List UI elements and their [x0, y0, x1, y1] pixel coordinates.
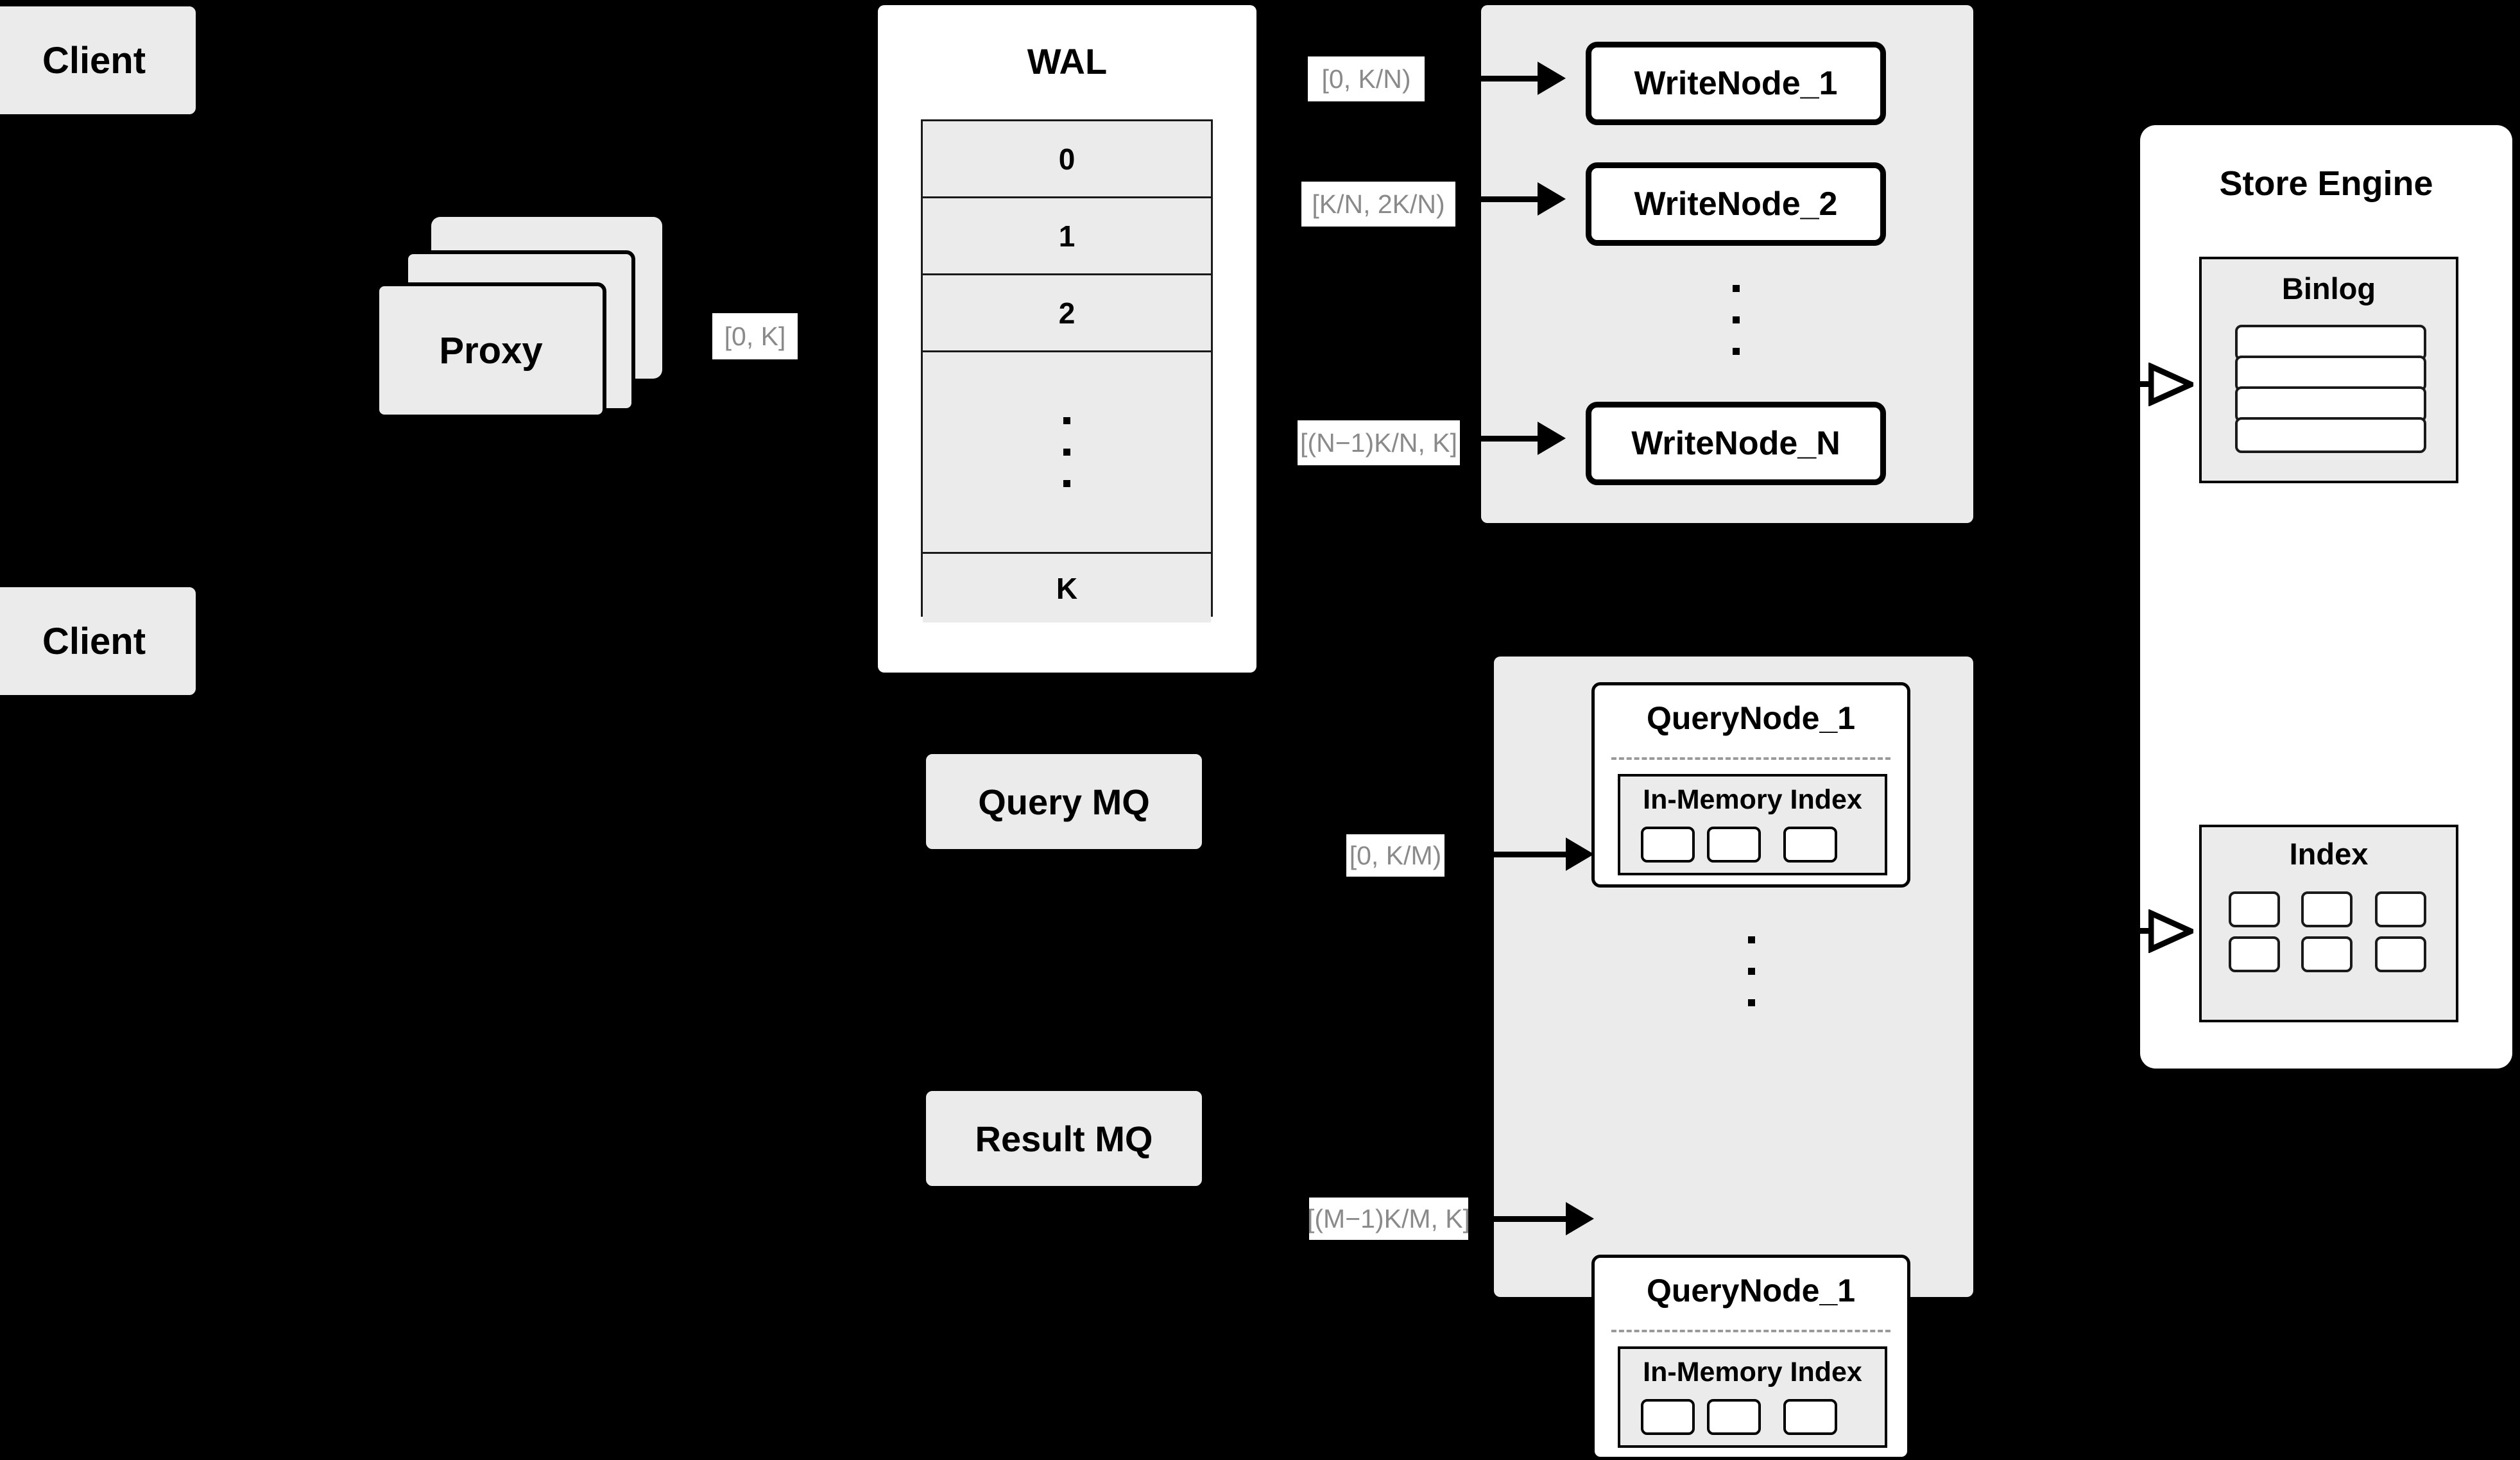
proxy-range-text: [0, K] [724, 321, 786, 351]
arrow-to-query-node-m-line [1489, 1216, 1566, 1222]
binlog-row[interactable] [2235, 356, 2426, 391]
wal-row[interactable]: 1 [923, 198, 1211, 275]
index-chip[interactable] [2301, 891, 2353, 927]
write-node-2[interactable]: WriteNode_2 [1586, 162, 1886, 246]
arrow-to-binlog-line [2123, 381, 2154, 387]
arrow-to-write-node-2-line [1458, 196, 1538, 202]
in-memory-index-title-1: In-Memory Index [1643, 784, 1862, 815]
query-mq-label: Query MQ [978, 781, 1150, 822]
wal-row[interactable]: K [923, 554, 1211, 623]
query-node-1-title: QueryNode_1 [1646, 700, 1856, 736]
binlog-row[interactable] [2235, 417, 2426, 453]
query-cluster-ellipsis-icon [1742, 923, 1760, 1019]
query-cluster-container: QueryNode_1 In-Memory Index QueryNode_1 … [1494, 657, 1973, 1460]
wal-table: 0 1 2 K [921, 119, 1213, 623]
diagram-canvas: Client Client Proxy [0, K] WAL 0 1 2 K W… [0, 5, 2512, 1460]
wal-title: WAL [1027, 41, 1108, 82]
in-memory-index-box-m: In-Memory Index [1618, 1346, 1887, 1448]
write-node-1-range-label: [0, K/N) [1308, 56, 1425, 101]
index-panel: Index [2199, 825, 2458, 1022]
index-chip[interactable] [1707, 1399, 1761, 1435]
result-mq-label: Result MQ [975, 1118, 1153, 1159]
index-chip[interactable] [1707, 827, 1761, 863]
index-chip[interactable] [2375, 936, 2426, 972]
client-node-1[interactable]: Client [0, 6, 196, 114]
client-node-1-label: Client [42, 39, 146, 82]
index-chip[interactable] [1783, 1399, 1837, 1435]
proxy-label: Proxy [439, 329, 543, 372]
query-mq-node[interactable]: Query MQ [926, 754, 1202, 849]
write-cluster-container: WriteNode_1 WriteNode_2 WriteNode_N [1481, 5, 1973, 523]
proxy-range-label: [0, K] [712, 313, 798, 359]
client-node-2-label: Client [42, 620, 146, 662]
write-node-1-label: WriteNode_1 [1634, 65, 1838, 102]
vertical-ellipsis-icon [1063, 417, 1070, 487]
write-node-n-range-text: [(N−1)K/N, K] [1300, 427, 1457, 458]
arrow-to-write-node-2-head [1538, 182, 1566, 216]
wal-row-ellipsis [923, 352, 1211, 554]
index-chip[interactable] [1783, 827, 1837, 863]
store-engine-title: Store Engine [2219, 164, 2433, 203]
arrow-to-write-node-1-head [1538, 62, 1566, 95]
index-title: Index [2289, 837, 2369, 871]
wal-row[interactable]: 2 [923, 275, 1211, 352]
arrow-to-query-node-1-line [1492, 852, 1566, 857]
query-node-1-range-label: [0, K/M) [1346, 834, 1444, 877]
query-node-1-divider [1611, 757, 1890, 760]
arrow-to-query-node-m-head [1566, 1202, 1594, 1235]
query-node-m-title: QueryNode_1 [1646, 1273, 1856, 1309]
proxy-node[interactable]: Proxy [375, 282, 606, 418]
query-node-1-range-text: [0, K/M) [1349, 840, 1442, 870]
write-node-2-range-label: [K/N, 2K/N) [1301, 182, 1455, 227]
query-node-1[interactable]: QueryNode_1 In-Memory Index [1591, 682, 1910, 888]
binlog-title: Binlog [2281, 271, 2376, 305]
write-node-2-label: WriteNode_2 [1634, 185, 1838, 223]
binlog-panel: Binlog [2199, 257, 2458, 483]
query-node-m[interactable]: QueryNode_1 In-Memory Index [1591, 1255, 1910, 1460]
store-engine-panel: Store Engine Binlog Index [2140, 125, 2512, 1069]
arrow-to-write-node-n-line [1462, 436, 1538, 442]
arrow-to-index-head-icon [2148, 909, 2193, 953]
write-node-n-label: WriteNode_N [1631, 425, 1840, 462]
arrow-to-write-node-n-head [1538, 422, 1566, 455]
arrow-to-query-node-1-head [1566, 837, 1594, 871]
in-memory-index-title-m: In-Memory Index [1643, 1357, 1862, 1387]
write-node-n[interactable]: WriteNode_N [1586, 402, 1886, 485]
query-node-m-range-label: [(M−1)K/M, K] [1307, 1198, 1471, 1240]
query-node-m-range-text: [(M−1)K/M, K] [1307, 1203, 1471, 1233]
index-chip[interactable] [2229, 891, 2280, 927]
query-node-m-divider [1611, 1330, 1890, 1332]
write-node-1-range-text: [0, K/N) [1321, 64, 1411, 94]
arrow-to-write-node-1-line [1428, 76, 1538, 82]
client-node-2[interactable]: Client [0, 587, 196, 695]
index-chip[interactable] [2229, 936, 2280, 972]
arrow-to-binlog-head-icon [2148, 363, 2193, 406]
in-memory-index-box-1: In-Memory Index [1618, 774, 1887, 875]
write-node-1[interactable]: WriteNode_1 [1586, 42, 1886, 125]
wal-panel: WAL 0 1 2 K [878, 5, 1256, 673]
index-chip[interactable] [2375, 891, 2426, 927]
write-node-n-range-label: [(N−1)K/N, K] [1298, 420, 1460, 465]
index-chip[interactable] [2301, 936, 2353, 972]
write-node-2-range-text: [K/N, 2K/N) [1312, 189, 1445, 219]
index-chip[interactable] [1641, 1399, 1695, 1435]
wal-row[interactable]: 0 [923, 121, 1211, 198]
write-cluster-ellipsis-icon [1727, 271, 1745, 368]
result-mq-node[interactable]: Result MQ [926, 1091, 1202, 1186]
arrow-to-index-line [2123, 928, 2154, 934]
index-chip[interactable] [1641, 827, 1695, 863]
